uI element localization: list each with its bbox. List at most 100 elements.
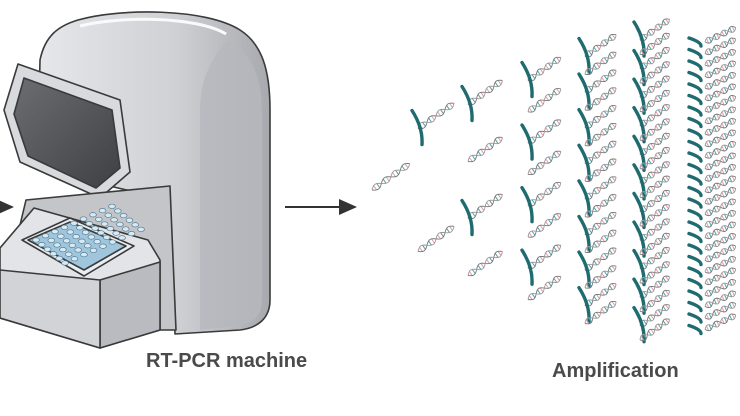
dna-helix-icon — [639, 32, 670, 56]
plate-well — [131, 222, 139, 228]
plate-well — [41, 233, 50, 239]
plate-well — [95, 216, 103, 222]
plate-well — [99, 243, 107, 249]
dna-helix-icon — [639, 89, 670, 113]
dna-helix-icon — [527, 150, 562, 176]
plate-well — [70, 256, 79, 262]
dna-helix-icon — [704, 106, 737, 125]
plate-well — [83, 243, 92, 249]
dna-helix-icon — [639, 18, 670, 41]
plate-well — [32, 237, 40, 243]
plate-well — [108, 203, 116, 209]
plate-well — [102, 234, 111, 240]
plate-well — [61, 260, 69, 266]
plate-well — [66, 229, 75, 235]
dna-helix-icon — [417, 225, 455, 253]
primer-strand — [577, 72, 591, 110]
primer-strand — [632, 134, 646, 172]
dna-helix-icon — [704, 221, 737, 240]
dna-helix-icon — [527, 244, 562, 269]
dna-helix-icon — [704, 25, 737, 44]
dna-helix-icon — [527, 181, 562, 207]
dna-helix-icon — [527, 213, 562, 238]
dna-helix-icon — [704, 175, 737, 194]
plate-well — [74, 247, 82, 253]
dna-helix-icon — [639, 204, 670, 227]
dna-helix-icon — [584, 87, 617, 111]
primer-strand — [632, 248, 646, 287]
plate-well — [68, 242, 77, 248]
primer-strand — [632, 220, 646, 258]
dna-helix-icon — [584, 229, 617, 254]
primer-strand — [632, 163, 646, 201]
plate-well — [116, 221, 124, 227]
primer-strand — [632, 77, 646, 115]
primer-strand — [687, 277, 703, 290]
primer-strand — [687, 70, 703, 83]
plate-well — [89, 247, 98, 253]
plate-well — [97, 230, 105, 236]
machine-caption: RT-PCR machine — [146, 350, 308, 372]
dna-helix-icon — [704, 198, 737, 217]
primer-strand — [687, 139, 703, 152]
primer-strand — [632, 191, 646, 230]
dna-helix-icon — [704, 37, 737, 56]
dna-helix-icon — [584, 176, 617, 200]
primer-strand — [577, 214, 591, 253]
dna-helix-icon — [704, 209, 737, 228]
primer-strand — [687, 105, 703, 117]
primer-strand — [687, 36, 703, 48]
dna-helix-icon — [584, 122, 617, 147]
primer-strand — [410, 108, 424, 147]
plate-well — [78, 238, 86, 244]
dna-helix-icon — [704, 94, 737, 113]
amplification-caption: Amplification — [552, 360, 679, 382]
dna-helix-icon — [639, 289, 670, 313]
dna-helix-icon — [704, 140, 737, 159]
primer-strand — [632, 106, 646, 144]
plate-well — [125, 217, 134, 223]
plate-well — [47, 237, 56, 243]
primer-strand — [687, 197, 703, 209]
plate-well — [93, 239, 101, 245]
dna-helix-icon — [704, 152, 737, 171]
dna-helix-icon — [639, 104, 670, 127]
primer-strand — [687, 300, 703, 313]
primer-strand — [632, 277, 646, 315]
plate-well — [64, 251, 73, 257]
dna-helix-icon — [417, 102, 455, 130]
plate-well — [114, 208, 122, 214]
dna-helix-icon — [584, 265, 617, 289]
primer-strand — [687, 151, 703, 163]
plate-well — [121, 226, 130, 232]
plate-well — [108, 239, 117, 245]
plate-well — [79, 216, 88, 222]
plate-well — [55, 255, 63, 261]
plate-well — [62, 238, 71, 244]
plate-well — [118, 235, 126, 241]
dna-helix-icon — [704, 313, 737, 332]
plate-well — [85, 221, 94, 227]
primer-strand — [577, 179, 591, 217]
plate-well — [137, 226, 145, 232]
dna-helix-icon — [467, 79, 503, 106]
plate-well — [110, 217, 118, 223]
dna-helix-icon — [704, 301, 737, 320]
plate-well — [51, 229, 59, 235]
dna-helix-icon — [467, 136, 503, 163]
plate-well — [43, 246, 52, 252]
primer-strand — [687, 266, 703, 278]
plate-well — [91, 225, 99, 231]
plate-well — [112, 230, 120, 236]
plate-wells — [32, 203, 145, 266]
dna-helix-icon — [639, 318, 670, 341]
amplification-tree — [371, 18, 737, 344]
dna-helix-icon — [639, 132, 670, 156]
dna-helix-icon — [639, 232, 670, 256]
dna-helix-icon — [584, 51, 617, 76]
dna-helix-icon — [527, 275, 562, 301]
primer-strand — [632, 48, 646, 87]
primer-strand — [520, 185, 534, 224]
dna-helix-icon — [527, 119, 562, 144]
